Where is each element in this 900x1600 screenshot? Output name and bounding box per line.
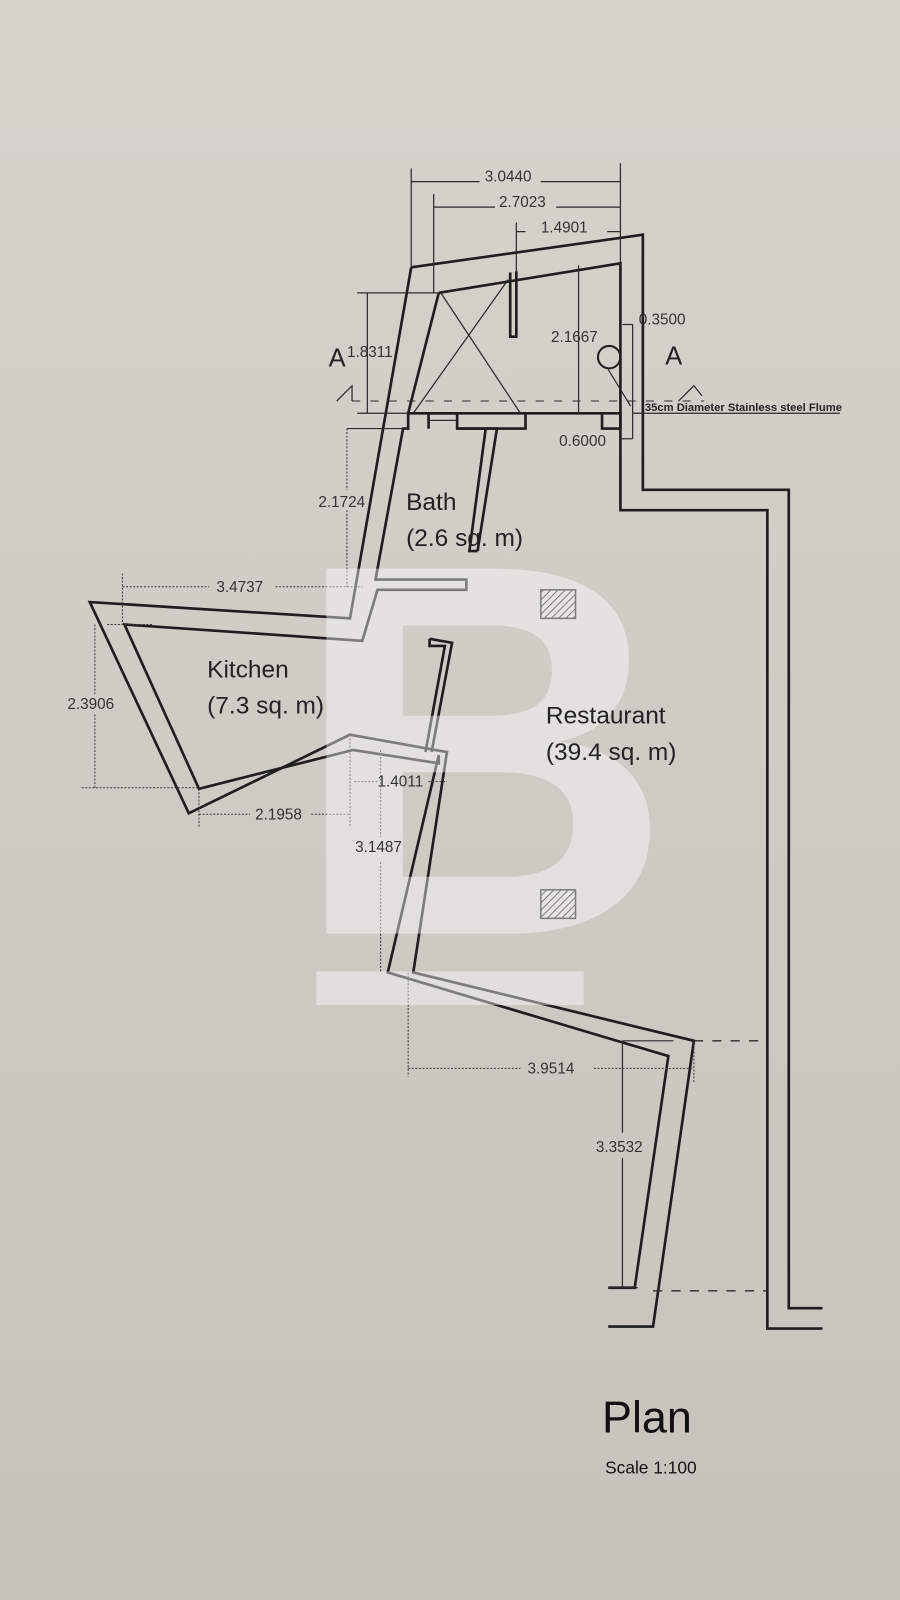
- dim-room-height: 2.1667: [551, 329, 598, 346]
- room-kitchen-name: Kitchen: [207, 657, 289, 684]
- dim-lower-height: 3.3532: [596, 1139, 643, 1156]
- section-mark-left: A: [329, 344, 346, 372]
- dim-top-partial: 1.4901: [541, 220, 588, 237]
- plan-scale: Scale 1:100: [605, 1457, 697, 1477]
- room-restaurant-area: (39.4 sq. m): [546, 739, 677, 766]
- dim-kitchen-bottom: 2.1958: [255, 806, 302, 823]
- room-bath-area: (2.6 sq. m): [406, 525, 523, 552]
- section-mark-right: A: [665, 342, 682, 370]
- plan-title: Plan: [602, 1392, 692, 1443]
- watermark-logo: B: [291, 455, 674, 1047]
- column-hatched: [540, 889, 577, 920]
- dim-top-inner: 2.7023: [499, 194, 546, 211]
- dim-left-height: 1.8311: [347, 344, 393, 361]
- room-bath-name: Bath: [406, 489, 456, 516]
- dim-flume-width: 0.6000: [559, 433, 606, 450]
- room-kitchen-area: (7.3 sq. m): [207, 692, 324, 719]
- flume-leader: [607, 369, 632, 407]
- flume-note: 35cm Diameter Stainless steel Flume: [645, 402, 842, 414]
- dim-bath-height: 2.1724: [318, 494, 365, 511]
- dim-wall-height: 3.1487: [355, 839, 402, 856]
- svg-text:B: B: [291, 455, 674, 1047]
- dim-kitchen-height: 2.3906: [67, 696, 114, 713]
- dashed-boundary: [653, 1040, 768, 1292]
- room-restaurant-name: Restaurant: [546, 702, 666, 729]
- dim-lower-width: 3.9514: [528, 1060, 575, 1077]
- column-hatched: [540, 589, 577, 620]
- dimension-lines: [81, 163, 695, 1289]
- dim-top-overall: 3.0440: [485, 169, 532, 186]
- dim-flume-offset: 0.3500: [639, 311, 686, 328]
- section-line: [336, 384, 705, 402]
- dim-wall-offset: 1.4011: [378, 774, 424, 791]
- flume-icon: [596, 344, 622, 370]
- dim-kitchen-width: 3.4737: [216, 579, 263, 596]
- shower-fixture: [412, 279, 521, 414]
